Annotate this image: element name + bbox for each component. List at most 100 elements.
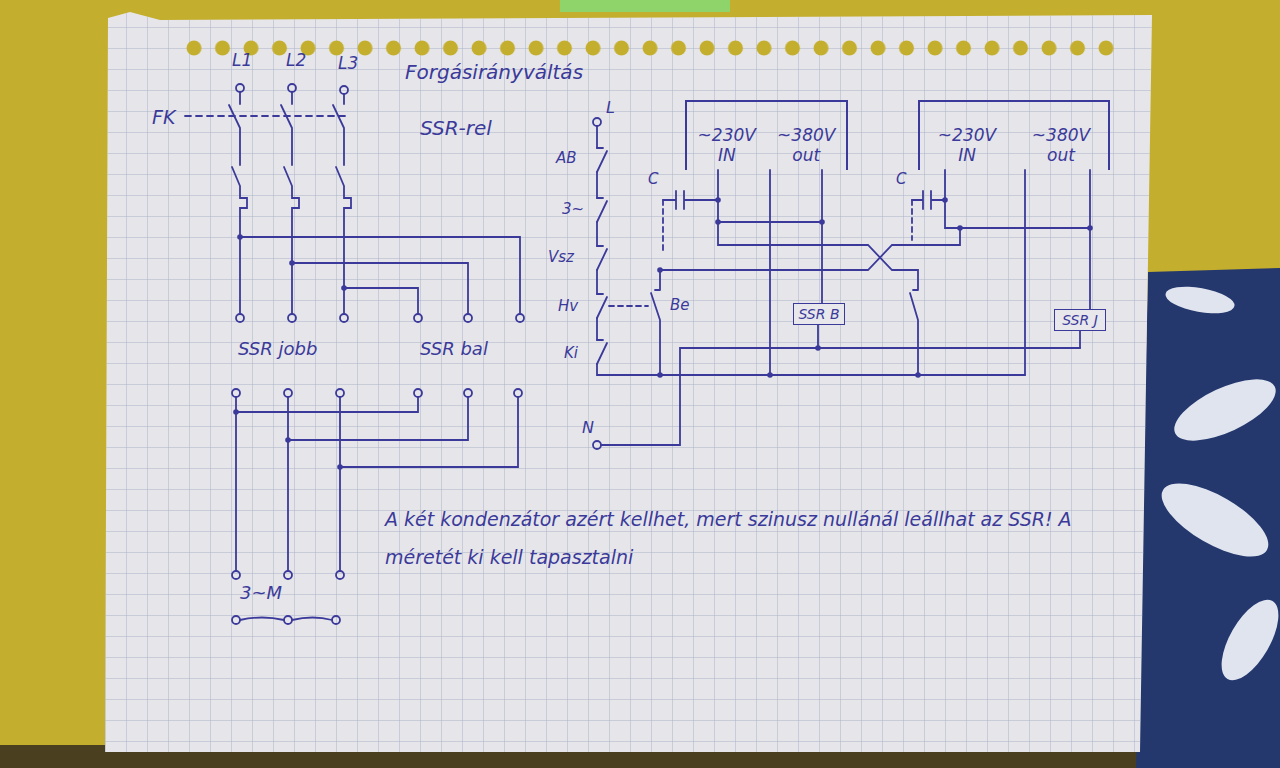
device-label: FK	[152, 106, 175, 129]
terminal	[232, 389, 240, 397]
dashed-wire	[911, 200, 913, 240]
wire	[240, 237, 520, 314]
junction-dot	[285, 437, 291, 443]
switch-label: Hv	[558, 297, 578, 315]
terminal	[232, 616, 240, 624]
label-holder: 3~	[562, 200, 584, 218]
switch-symbol	[597, 340, 607, 364]
junction-dot	[657, 267, 663, 273]
note: A két kondenzátor azért kellhet, mert sz…	[385, 500, 1135, 576]
terminal	[284, 616, 292, 624]
device-label: SSR bal	[420, 338, 488, 360]
junction-dot	[657, 372, 663, 378]
wire	[660, 228, 960, 270]
control-circuit	[593, 118, 1090, 449]
label-holder: SSR jobb	[238, 338, 317, 360]
terminal	[284, 389, 292, 397]
label-holder: L2	[286, 50, 306, 70]
label-holder: Hv	[558, 297, 578, 315]
box-text: ~380V out	[777, 126, 835, 165]
terminal	[288, 314, 296, 322]
terminal	[236, 314, 244, 322]
dashed-wire	[662, 200, 664, 250]
breaker-pole	[229, 92, 247, 314]
terminal	[593, 118, 601, 126]
phase-label: L1	[232, 50, 252, 70]
wire	[945, 170, 1090, 375]
junction-dot	[237, 234, 243, 240]
junction-dots	[233, 234, 347, 470]
junction-dot	[341, 285, 347, 291]
device-label: SSR jobb	[238, 338, 317, 360]
switch-label: AB	[556, 149, 577, 167]
switch-label: Ki	[564, 344, 578, 362]
box-text: ~230V IN	[938, 126, 996, 165]
label-holder: L3	[338, 53, 358, 73]
capacitor-symbol	[912, 191, 945, 209]
terminal	[514, 389, 522, 397]
phase-label: L3	[338, 53, 358, 73]
wire	[236, 397, 518, 571]
title: Forgásirányváltás	[405, 60, 583, 84]
ssr-module-box: ~230V IN ~380V out	[918, 100, 1110, 170]
box-text: ~230V IN	[698, 126, 756, 165]
junction-dots	[657, 197, 1093, 378]
wire-connector	[821, 170, 823, 303]
wire	[818, 325, 1080, 348]
label-holder: Vsz	[548, 248, 574, 266]
terminal	[340, 314, 348, 322]
junction-dot	[715, 197, 721, 203]
terminal-label: L	[606, 98, 615, 117]
switch-label: 3~	[562, 200, 584, 218]
terminal	[414, 389, 422, 397]
wire	[718, 170, 822, 375]
switch-symbol	[597, 148, 607, 172]
capacitor-symbol	[663, 191, 718, 209]
paper-grid	[105, 12, 1152, 752]
label-holder: N	[582, 418, 594, 437]
terminal	[516, 314, 524, 322]
terminal	[464, 389, 472, 397]
label-holder: SSR-rel	[420, 116, 492, 140]
title-holder: Forgásirányváltás	[405, 60, 583, 84]
junction-dot	[815, 345, 821, 351]
junction-dot	[289, 260, 295, 266]
box-text: ~380V out	[1032, 126, 1090, 165]
capacitor-label: C	[896, 170, 906, 188]
mechanical-link	[609, 305, 648, 307]
terminal	[236, 84, 244, 92]
capacitor-label: C	[648, 170, 658, 188]
junction-dot	[233, 409, 239, 415]
breaker-pole	[281, 92, 299, 314]
terminal	[332, 616, 340, 624]
label-holder: FK	[152, 106, 175, 129]
ssr-box: SSR J	[1054, 309, 1106, 331]
phase-label: L2	[286, 50, 306, 70]
terminal	[284, 571, 292, 579]
label-holder: Ki	[564, 344, 578, 362]
switch-symbol	[597, 246, 607, 270]
wire	[597, 126, 1025, 375]
label-holder: Be	[670, 296, 690, 314]
label-holder: L1	[232, 50, 252, 70]
petal	[1166, 367, 1280, 453]
subtitle: SSR-rel	[420, 116, 492, 140]
box-text: SSR B	[798, 306, 839, 323]
junction-dot	[942, 197, 948, 203]
power-circuit	[185, 84, 524, 624]
motor-link	[240, 618, 332, 621]
junction-dot	[767, 372, 773, 378]
green-patch	[560, 0, 730, 12]
terminal	[593, 441, 601, 449]
label-holder: C	[896, 170, 906, 188]
petal	[1163, 282, 1236, 318]
petal	[1210, 591, 1280, 689]
breaker-pole	[333, 94, 351, 314]
petal	[1151, 469, 1279, 571]
terminal	[340, 86, 348, 94]
